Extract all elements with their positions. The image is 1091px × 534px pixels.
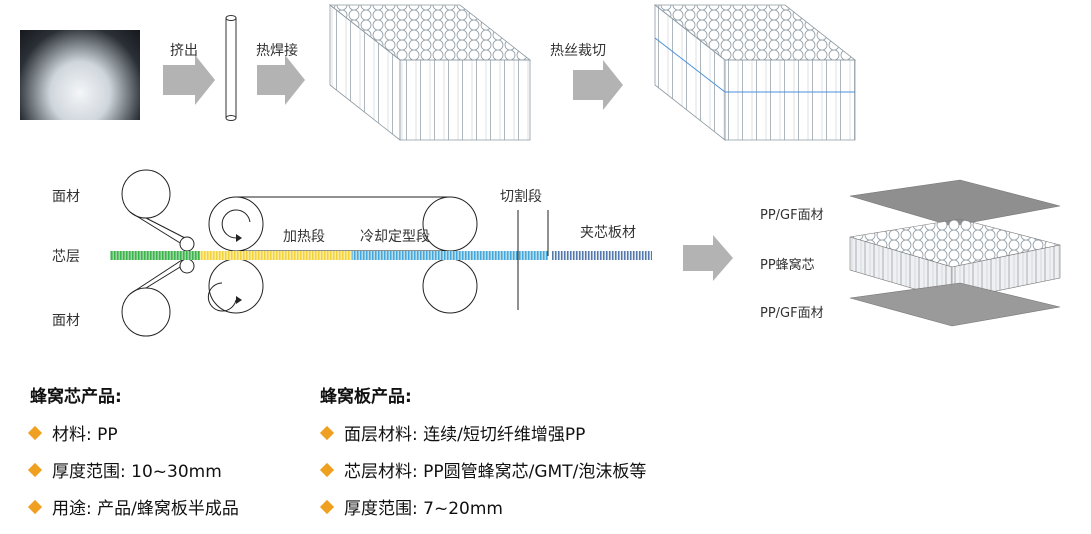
cut-tube-block-image — [653, 4, 857, 141]
panel-product-item: 厚度范围: 7~20mm — [319, 494, 503, 519]
diamond-bullet-icon — [27, 499, 43, 515]
bottom-face-layer-label: PP/GF面材 — [760, 306, 824, 321]
cooling-section-label: 冷却定型段 — [360, 229, 430, 245]
sandwich-layers-image — [849, 179, 1061, 327]
diamond-bullet-icon — [27, 462, 43, 478]
panel-product-title: 蜂窝板产品: — [320, 387, 412, 407]
core-product-title: 蜂窝芯产品: — [30, 387, 122, 407]
heating-section-label: 加热段 — [283, 229, 325, 245]
pp-pellets-image — [20, 30, 140, 120]
step-extrusion-label: 挤出 — [170, 43, 198, 59]
panel-product-item: 芯层材料: PP圆管蜂窝芯/GMT/泡沫板等 — [319, 457, 646, 482]
right-arrow-icon — [163, 55, 215, 105]
diamond-bullet-icon — [319, 425, 335, 441]
step-hot-welding-label: 热焊接 — [256, 43, 298, 59]
honeycomb-core-layer-label: PP蜂窝芯 — [760, 258, 815, 273]
core-product-item: 用途: 产品/蜂窝板半成品 — [27, 494, 239, 519]
diamond-bullet-icon — [319, 499, 335, 515]
top-face-layer-label: PP/GF面材 — [760, 208, 824, 223]
step-hot-wire-cutting-label: 热丝裁切 — [550, 43, 606, 59]
face-sheet-bottom-label: 面材 — [52, 313, 80, 329]
right-arrow-icon — [573, 60, 623, 110]
cutting-section-label: 切割段 — [500, 189, 542, 205]
welded-tube-block-image — [328, 4, 532, 141]
sandwich-panel-label: 夹芯板材 — [580, 225, 636, 241]
lamination-line — [110, 169, 652, 337]
core-layer-label: 芯层 — [52, 249, 80, 265]
right-arrow-icon — [257, 55, 305, 105]
rotation-arrow-icon — [221, 209, 251, 242]
diamond-bullet-icon — [319, 462, 335, 478]
single-tube-image — [225, 15, 237, 121]
core-product-item: 厚度范围: 10~30mm — [27, 457, 222, 482]
core-product-item: 材料: PP — [27, 420, 118, 445]
right-arrow-icon — [683, 235, 733, 281]
panel-product-item: 面层材料: 连续/短切纤维增强PP — [319, 420, 585, 445]
diamond-bullet-icon — [27, 425, 43, 441]
rotation-arrow-icon — [207, 282, 242, 312]
face-sheet-top-label: 面材 — [52, 189, 80, 205]
